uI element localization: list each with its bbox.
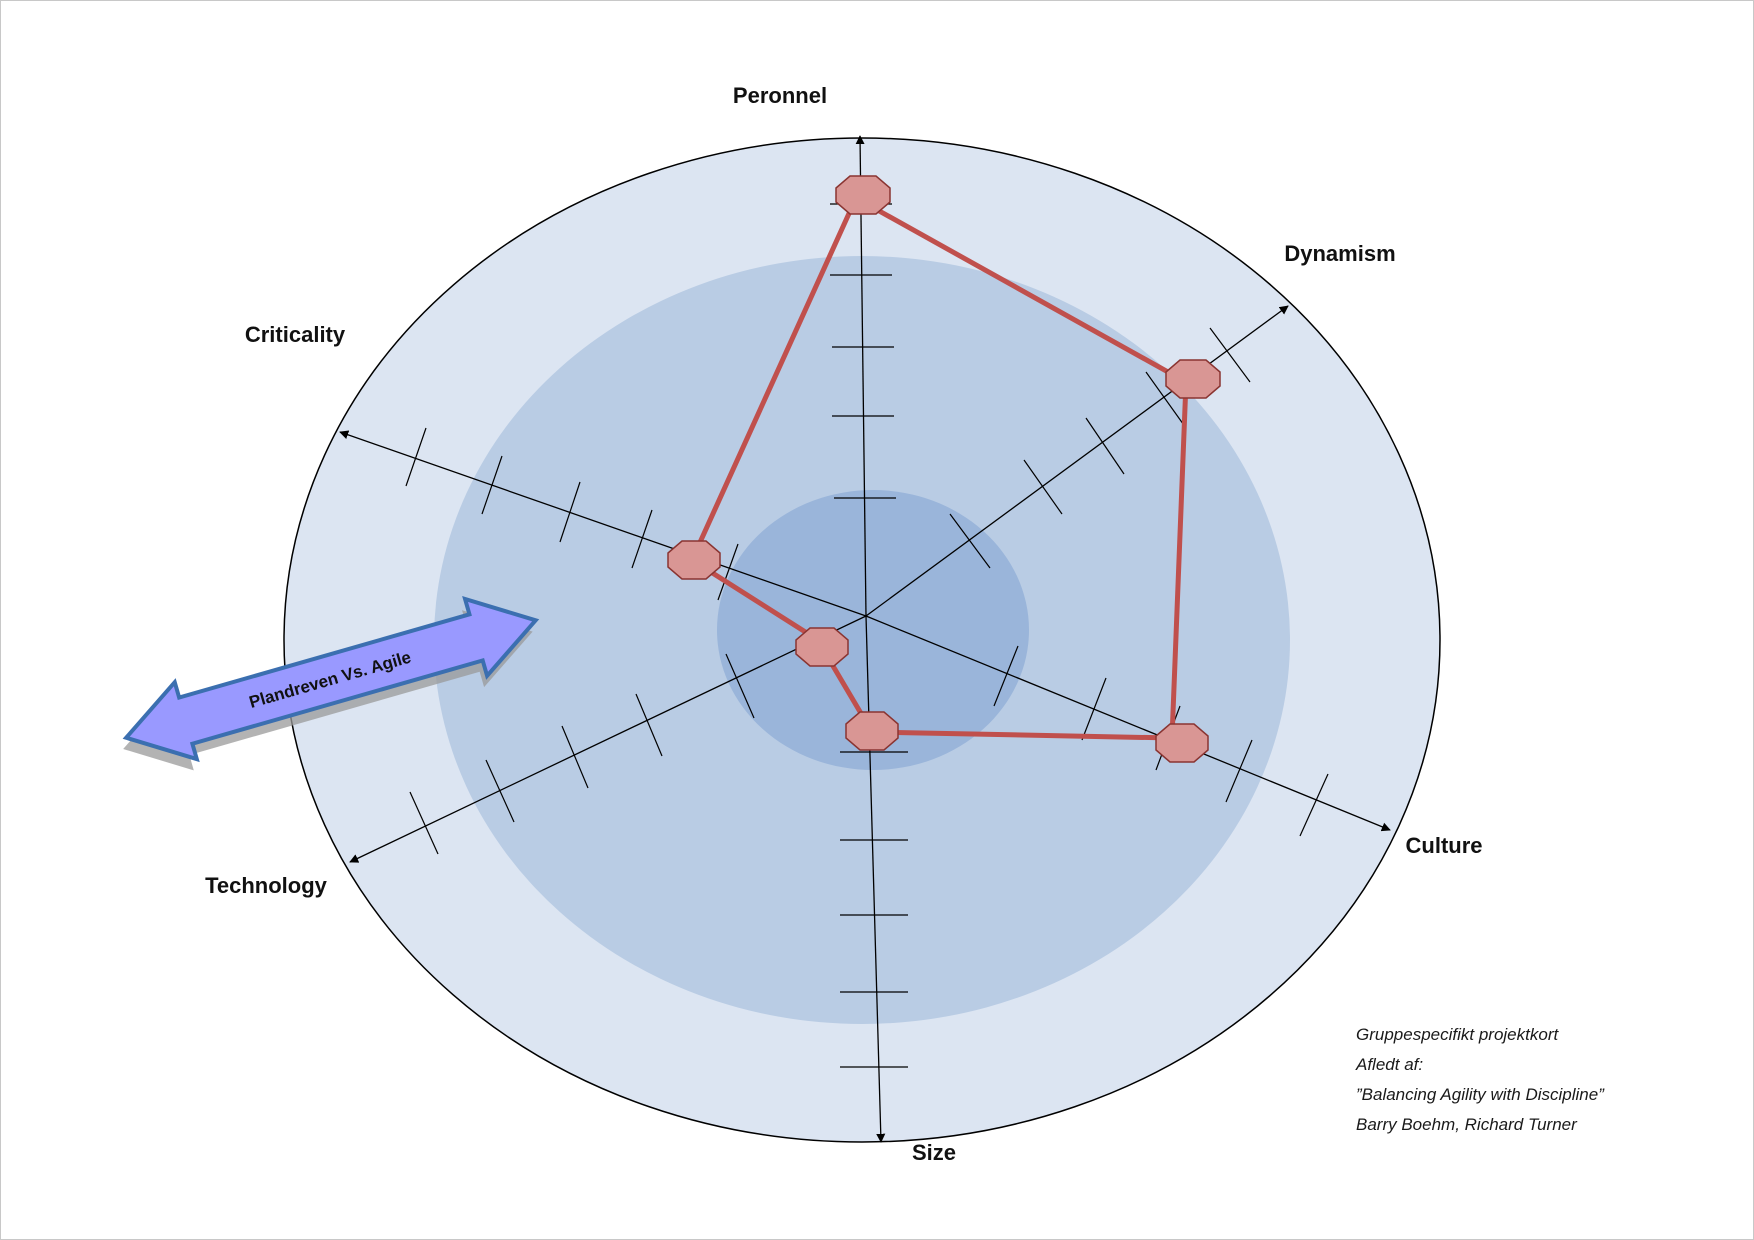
- label-size: Size: [912, 1140, 956, 1165]
- tick: [409, 791, 439, 855]
- label-technology: Technology: [205, 873, 328, 898]
- arrow-body: [122, 595, 540, 763]
- tick: [725, 653, 755, 719]
- label-criticality: Criticality: [245, 322, 346, 347]
- tick: [561, 725, 589, 789]
- marker-size: [845, 711, 899, 751]
- tick: [1145, 371, 1187, 429]
- note-line: Barry Boehm, Richard Turner: [1356, 1115, 1577, 1134]
- note-line: Afledt af:: [1356, 1055, 1424, 1074]
- tick: [1225, 739, 1253, 803]
- axis-personnel: [855, 135, 867, 617]
- source-note: Gruppespecifikt projektkort Afledt af: ”…: [1356, 1020, 1736, 1140]
- note-line: ”Balancing Agility with Discipline”: [1356, 1085, 1604, 1104]
- tick: [1081, 677, 1107, 741]
- tick: [405, 427, 427, 487]
- tick: [631, 509, 653, 569]
- tick: [481, 455, 503, 515]
- tick: [635, 693, 663, 757]
- marker-technology: [795, 627, 849, 667]
- tick: [993, 645, 1019, 707]
- tick: [559, 481, 581, 543]
- tick: [1209, 327, 1251, 383]
- label-personnel: Peronnel: [733, 83, 827, 108]
- tick: [485, 759, 515, 823]
- inner-ring: [717, 490, 1029, 770]
- axis-size: [865, 615, 886, 1143]
- axis-culture: [865, 615, 1391, 832]
- note-line: Gruppespecifikt projektkort: [1356, 1025, 1559, 1044]
- axis-technology: [349, 615, 867, 863]
- marker-dynamism: [1165, 359, 1221, 399]
- label-dynamism: Dynamism: [1284, 241, 1395, 266]
- marker-culture: [1155, 723, 1209, 763]
- marker-personnel: [835, 175, 891, 215]
- tick: [949, 513, 991, 569]
- tick: [1023, 459, 1063, 515]
- tick: [717, 543, 739, 601]
- profile-markers: [667, 175, 1221, 763]
- plan-vs-agile-arrow: Plandreven Vs. Agile: [122, 595, 540, 771]
- axis-criticality: [339, 430, 867, 617]
- marker-criticality: [667, 540, 721, 580]
- axes: [339, 135, 1391, 1143]
- axis-dynamism: [865, 305, 1289, 617]
- tick: [1085, 417, 1125, 475]
- label-culture: Culture: [1406, 833, 1483, 858]
- tick: [1299, 773, 1329, 837]
